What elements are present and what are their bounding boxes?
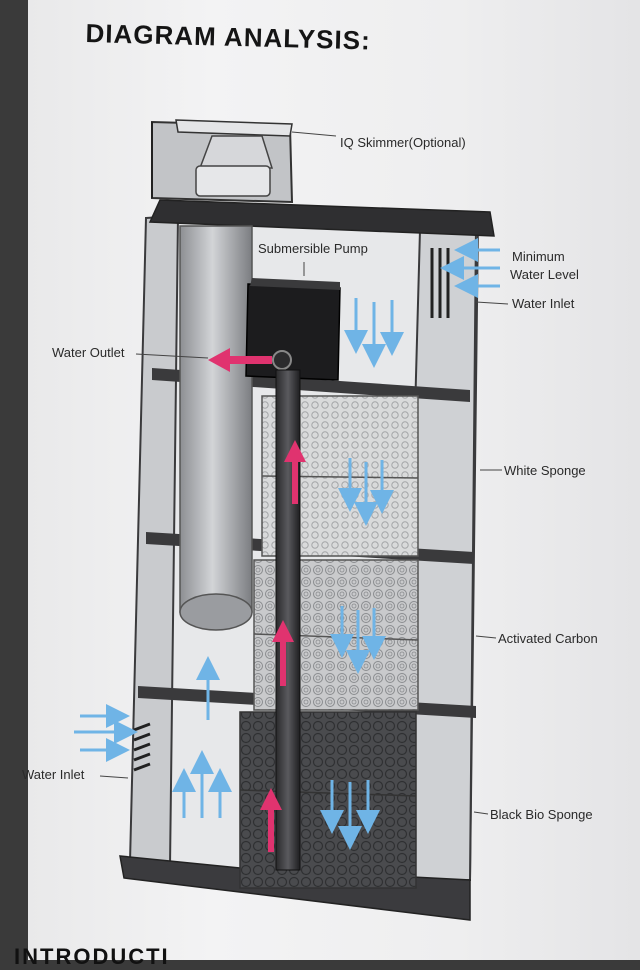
label-water-level: Water Level — [510, 267, 579, 282]
iq-skimmer — [151, 119, 294, 204]
label-black-bio-sponge: Black Bio Sponge — [490, 807, 593, 822]
label-minimum: Minimum — [512, 249, 565, 264]
submersible-pump — [245, 278, 341, 381]
label-white-sponge: White Sponge — [504, 463, 586, 478]
label-water-inlet-left: Water Inlet — [22, 767, 85, 782]
leader-lines — [99, 131, 509, 815]
label-water-outlet: Water Outlet — [52, 345, 125, 360]
label-submersible-pump: Submersible Pump — [258, 241, 368, 256]
label-activated-carbon: Activated Carbon — [498, 631, 598, 646]
outflow-arrows — [208, 348, 306, 852]
outlet-tube — [179, 225, 253, 631]
inflow-arrows — [74, 238, 500, 850]
label-water-inlet-right: Water Inlet — [512, 296, 575, 311]
housing-top-rim — [148, 199, 495, 237]
introduction-heading: INTRODUCTI — [14, 944, 170, 969]
label-iq-skimmer: IQ Skimmer(Optional) — [340, 135, 466, 150]
